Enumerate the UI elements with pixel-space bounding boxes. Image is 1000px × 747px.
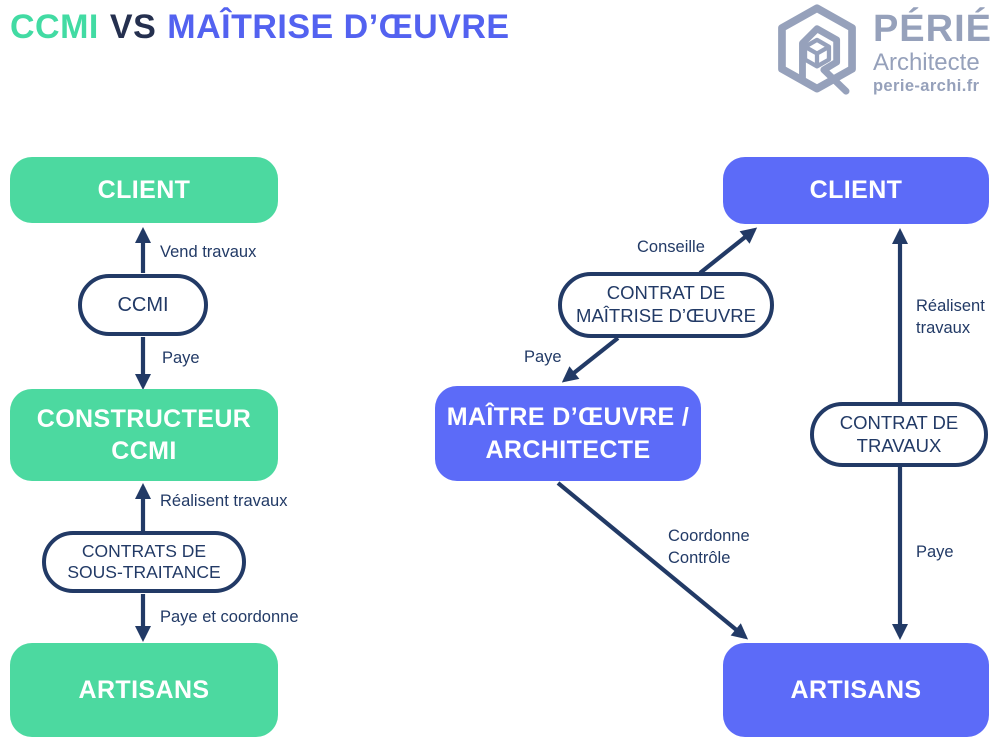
logo-website: perie-archi.fr <box>872 77 980 95</box>
arrow-contratmoe-to-maitre <box>561 336 620 383</box>
node-moe-artisans: ARTISANS <box>723 643 989 737</box>
edge-label-paye-moe: Paye <box>524 348 562 366</box>
perie-logo-icon <box>778 4 856 95</box>
node-contrat-travaux: CONTRAT DE TRAVAUX <box>810 402 988 467</box>
edge-label-vend-travaux: Vend travaux <box>160 243 257 261</box>
edge-label-paye-coordonne: Paye et coordonne <box>160 608 299 626</box>
node-ccmi-client: CLIENT <box>10 157 278 223</box>
edge-label-realisent-left: Réalisent travaux <box>160 492 288 510</box>
perie-logo: PÉRIÉ Architecte perie-archi.fr <box>771 4 992 98</box>
edge-label-paye-left: Paye <box>162 349 200 367</box>
perie-logo-text: PÉRIÉ Architecte perie-archi.fr <box>873 4 992 96</box>
node-moe-client: CLIENT <box>723 157 989 224</box>
logo-subtitle: Architecte <box>872 49 980 76</box>
node-contrats-sous-traitance: CONTRATS DE SOUS-TRAITANCE <box>42 531 246 593</box>
edge-label-coordonne-controle: Coordonne Contrôle <box>668 527 750 568</box>
title-moe: MAÎTRISE D’ŒUVRE <box>167 8 510 46</box>
node-ccmi-contract: CCMI <box>78 274 208 336</box>
title-vs: VS <box>109 8 157 46</box>
node-contrat-moe: CONTRAT DE MAÎTRISE D’ŒUVRE <box>558 272 774 338</box>
edge-label-paye-right: Paye <box>916 543 954 561</box>
title-ccmi: CCMI <box>10 8 99 46</box>
edge-label-conseille: Conseille <box>637 238 705 256</box>
node-maitre-oeuvre: MAÎTRE D’ŒUVRE / ARCHITECTE <box>435 386 701 481</box>
edge-label-realisent-right: Réalisent travaux <box>916 297 985 338</box>
node-constructeur-ccmi: CONSTRUCTEUR CCMI <box>10 389 278 481</box>
arrow-maitre-to-artisans <box>556 481 749 640</box>
arrow-contratmoe-to-client <box>698 227 758 275</box>
page-title: CCMI VS MAÎTRISE D’ŒUVRE <box>10 8 521 47</box>
logo-name: PÉRIÉ <box>872 8 992 50</box>
node-ccmi-artisans: ARTISANS <box>10 643 278 737</box>
